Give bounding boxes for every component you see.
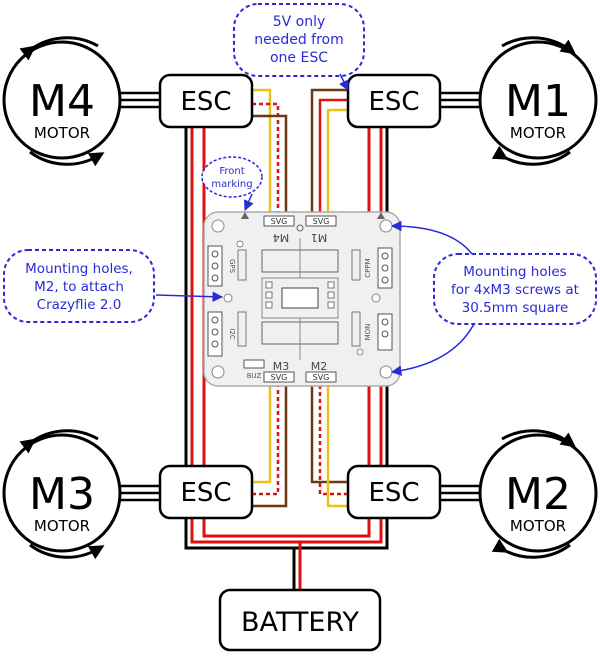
board-cppm-label: CPPM xyxy=(364,258,372,277)
board-svg-m4: SVG xyxy=(271,217,288,226)
battery-label: BATTERY xyxy=(241,607,360,638)
motor-m4-sub: MOTOR xyxy=(34,124,90,142)
callout-front-marking: Front marking xyxy=(201,156,263,211)
flight-controller-board: SVG SVG M4 M1 SVG SVG M3 M2 xyxy=(203,211,401,387)
callout-5v-line1: 5V only xyxy=(273,14,326,30)
callout-front-line1: Front xyxy=(219,166,244,177)
mount-hole-br xyxy=(379,365,393,379)
board-i2c-label: I2C xyxy=(228,328,236,340)
callout-front-line2: marking xyxy=(211,179,252,190)
callout-mount-left-line2: M2, to attach xyxy=(34,279,124,295)
mount-hole-mt xyxy=(236,240,244,248)
motor-m2-label: M2 xyxy=(505,469,571,520)
callout-mount-right-line1: Mounting holes xyxy=(463,264,566,280)
board-svg-m1: SVG xyxy=(313,217,330,226)
board-gps-label: GPS xyxy=(228,259,236,274)
mount-hole-ml xyxy=(223,293,233,303)
callout-mount-left-line3: Crazyflie 2.0 xyxy=(37,297,122,313)
esc-bottom-right-label: ESC xyxy=(368,478,419,508)
motor-m4-label: M4 xyxy=(29,76,95,127)
callout-mount-left-line1: Mounting holes, xyxy=(25,261,133,277)
board-m1-label: M1 xyxy=(311,231,328,244)
mount-hole-mr xyxy=(371,293,381,303)
mount-hole-bl xyxy=(211,365,225,379)
motor-m2: M2 MOTOR xyxy=(478,429,598,559)
board-buz-label: BUZ xyxy=(247,372,262,380)
callout-mounting-right: Mounting holes for 4xM3 screws at 30.5mm… xyxy=(390,220,597,376)
board-svg-m2: SVG xyxy=(313,373,330,382)
board-svg-m3: SVG xyxy=(271,373,288,382)
board-m4-label: M4 xyxy=(273,231,290,244)
signal-wiring xyxy=(252,88,348,508)
board-m3-label: M3 xyxy=(273,360,290,373)
motor-m1-label: M1 xyxy=(505,76,571,127)
callout-mounting-left: Mounting holes, M2, to attach Crazyflie … xyxy=(3,249,224,323)
esc-bottom-right: ESC xyxy=(346,464,442,520)
front-marker-right xyxy=(377,212,385,219)
motor-m1-sub: MOTOR xyxy=(510,124,566,142)
battery: BATTERY xyxy=(218,588,382,652)
motor-m3-label: M3 xyxy=(29,469,95,520)
callout-mount-right-line2: for 4xM3 screws at xyxy=(451,282,579,298)
motor-wires xyxy=(120,91,480,502)
esc-top-right: ESC xyxy=(346,73,442,129)
esc-top-right-label: ESC xyxy=(368,87,419,117)
esc-bottom-left-label: ESC xyxy=(180,478,231,508)
esc-top-left: ESC xyxy=(158,73,254,129)
board-m2-label: M2 xyxy=(311,360,328,373)
callout-5v: 5V only needed from one ESC xyxy=(233,3,365,91)
motor-m3: M3 MOTOR xyxy=(2,429,122,560)
mount-hole-mb xyxy=(356,348,364,356)
callout-5v-line2: needed from xyxy=(254,32,344,48)
motor-m3-sub: MOTOR xyxy=(34,517,90,535)
esc-top-left-label: ESC xyxy=(180,87,231,117)
front-marker-left xyxy=(241,212,249,219)
callout-5v-line3: one ESC xyxy=(270,50,328,66)
mount-hole-tl xyxy=(211,219,225,233)
board-mon-label: MON xyxy=(364,324,372,341)
callout-mount-right-line3: 30.5mm square xyxy=(462,300,569,316)
motor-m1: M1 MOTOR xyxy=(478,36,598,166)
mount-hole-tr xyxy=(379,219,393,233)
motor-m2-sub: MOTOR xyxy=(510,517,566,535)
esc-bottom-left: ESC xyxy=(158,464,254,520)
motor-m4: M4 MOTOR xyxy=(2,36,122,167)
